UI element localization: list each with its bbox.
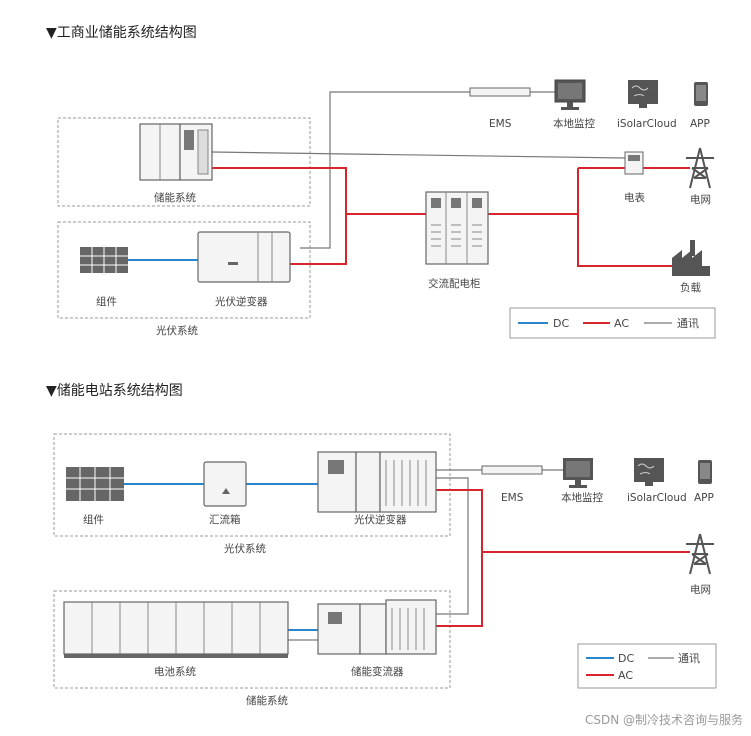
- diagram-storage-station: 组件 汇流箱 光伏逆变器 光伏系统 EMS 本地监控 iSolarCloud A…: [53, 433, 717, 707]
- label-ems-2: EMS: [501, 492, 524, 504]
- label-ac-cabinet: 交流配电柜: [428, 277, 481, 290]
- battery-system-icon: [63, 601, 289, 658]
- section1-title: ▼工商业储能系统结构图: [46, 25, 197, 41]
- ac-line-load: [577, 168, 672, 267]
- label-pv-inverter-2: 光伏逆变器: [354, 513, 407, 526]
- grid-tower-icon-2: [686, 533, 714, 575]
- cloud-world-map-icon: [628, 80, 658, 108]
- label-pcs: 储能变流器: [351, 665, 404, 678]
- phone-icon-2: [698, 460, 712, 484]
- label-local-monitor: 本地监控: [553, 117, 595, 130]
- label-modules: 组件: [96, 295, 117, 308]
- label-meter: 电表: [624, 191, 645, 204]
- ac-cabinet-icon: [425, 191, 489, 265]
- label-combiner: 汇流箱: [209, 513, 241, 526]
- label-battery: 电池系统: [154, 665, 196, 678]
- legend2-ac: AC: [618, 669, 633, 682]
- label-load: 负载: [680, 281, 701, 294]
- pv-group-box: [57, 221, 311, 319]
- legend-2: DC 通讯 AC: [577, 643, 717, 689]
- ac-line-inverter-pcs: [436, 489, 483, 627]
- legend2-comm: 通讯: [678, 652, 700, 665]
- grid-tower-icon: [686, 147, 714, 189]
- solar-modules-icon-2: [66, 467, 124, 501]
- monitor-icon-2: [563, 458, 593, 488]
- label-storage: 储能系统: [154, 191, 196, 204]
- cloud-world-map-icon-2: [634, 458, 664, 486]
- label-ems: EMS: [489, 118, 512, 130]
- legend1-dc: DC: [553, 317, 569, 330]
- storage-group-box: [57, 117, 311, 207]
- legend2-dc: DC: [618, 652, 634, 665]
- ems-icon-2: [481, 465, 543, 475]
- legend1-comm: 通讯: [677, 317, 699, 330]
- label-app-2: APP: [694, 492, 714, 504]
- combiner-box-icon: [203, 461, 247, 507]
- ac-line-storage-inverter: [212, 167, 347, 265]
- meter-icon: [624, 151, 644, 175]
- label-cloud-2: iSolarCloud: [627, 492, 687, 504]
- ems-icon: [469, 87, 531, 97]
- label-app: APP: [690, 118, 710, 130]
- label-pv-system-2: 光伏系统: [224, 542, 266, 555]
- solar-modules-icon: [80, 247, 128, 273]
- diagram-commercial-storage: 储能系统 组件 光伏逆变器 光伏系统 交流配电柜 EMS 本地监控 iSolar…: [57, 79, 716, 339]
- pcs-icon: [317, 599, 437, 655]
- section2-title: ▼储能电站系统结构图: [46, 383, 183, 399]
- pv-group-box-2: [53, 433, 451, 537]
- monitor-icon: [554, 79, 586, 110]
- comm-line-storage-meter: [211, 151, 626, 159]
- label-pv-inverter: 光伏逆变器: [215, 295, 268, 308]
- label-local-monitor-2: 本地监控: [561, 491, 603, 504]
- label-pv-system: 光伏系统: [156, 324, 198, 337]
- label-modules-2: 组件: [83, 513, 104, 526]
- label-grid-2: 电网: [690, 583, 711, 596]
- storage-cabinet-icon: [139, 123, 213, 181]
- label-storage-system-2: 储能系统: [246, 694, 288, 707]
- comm-line-pcs-2: [436, 477, 469, 615]
- comm-line-inverter-ems: [300, 91, 470, 249]
- pv-inverter-icon: [197, 231, 291, 283]
- legend-1: DC AC 通讯: [509, 307, 716, 339]
- watermark: CSDN @制冷技术咨询与服务: [584, 713, 743, 727]
- pv-inverter-icon-2: [317, 451, 437, 513]
- factory-icon: [672, 240, 710, 276]
- storage-group-box-2: [53, 590, 451, 689]
- phone-icon: [694, 82, 708, 106]
- label-cloud: iSolarCloud: [617, 118, 677, 130]
- label-grid: 电网: [690, 193, 711, 206]
- legend1-ac: AC: [614, 317, 629, 330]
